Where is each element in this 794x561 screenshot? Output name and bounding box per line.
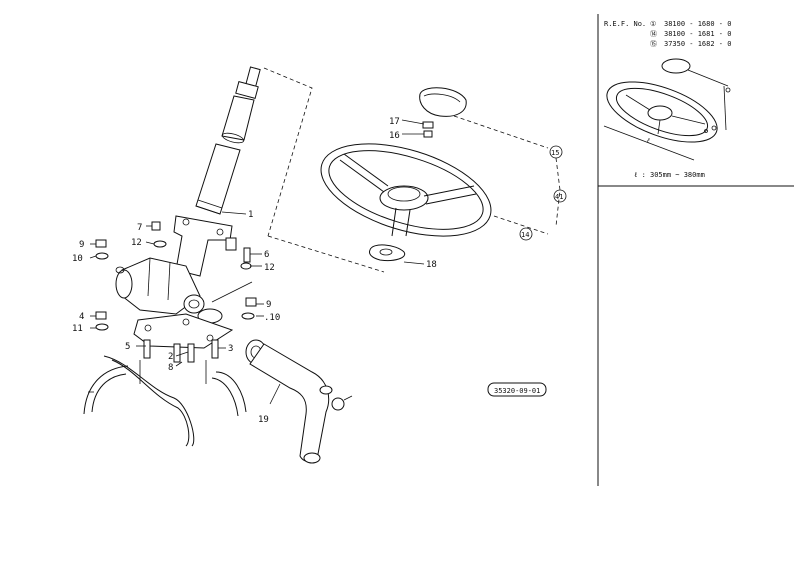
part-labels: 1 7 12 9 10 6 12 9 .10 4 11 5 2 8 3 19 1… [72,117,437,425]
steering-nut-17 [422,121,434,138]
part-label: 19 [258,415,269,425]
nut-9-right [241,297,257,320]
part-label: 8 [168,363,173,373]
ref-row-mark: ① [650,20,656,28]
mount-bracket [133,313,234,384]
callout-41: 41 [555,193,563,201]
reference-table: R.E.F. No. ① 38100 - 1680 - 0 ⑭ 38100 - … [604,20,731,48]
part-label: 2 [168,352,173,362]
part-label: 18 [426,260,437,270]
part-label: 4 [79,312,84,322]
callout-15: 15 [551,149,559,157]
leader-dashed [493,215,549,235]
ref-row-mark: ⑭ [650,30,657,38]
part-label: 12 [264,263,275,273]
ref-row-code: 37350 - 1682 - 0 [664,40,731,48]
ref-row-code: 38100 - 1681 - 0 [664,30,731,38]
leader-dashed [263,67,313,237]
callout-14: 14 [521,231,529,239]
leader-dashed [453,115,549,149]
ref-row-code: 38100 - 1680 - 0 [664,20,731,28]
part-label: 7 [137,223,142,233]
inset-dim-symbol: ℓ [645,136,651,145]
steering-gearbox [115,257,223,324]
nut-9-left [95,239,109,260]
part-label: 6 [264,250,269,260]
inset-dimension-text: ℓ : 305mm ~ 380mm [634,171,705,179]
part-label: 9 [79,240,84,250]
steering-column [173,66,261,277]
part-label: 10 [72,254,83,264]
part-label: .10 [264,313,280,323]
leader-dashed [555,157,561,227]
ref-row-mark: ⑮ [650,40,657,48]
part-label: 1 [248,210,253,220]
inset-steering-wheel: ℓ [603,58,731,161]
leader-dashed [267,235,385,273]
part-label: 12 [131,238,142,248]
part-label: 3 [228,344,233,354]
part-label: 5 [125,342,130,352]
bolt-7 [151,221,167,248]
steering-wheel [320,143,492,237]
part-label: 16 [389,131,400,141]
drawing-number: 35320-09-01 [494,387,540,395]
horn-cap [419,87,467,117]
part-label: 11 [72,324,83,334]
part-label: 17 [389,117,400,127]
ref-heading: R.E.F. No. [604,20,646,28]
circled-callouts: 15 41 14 [519,145,567,241]
drawing-number-tag: 35320-09-01 [487,382,547,397]
chassis-outline [83,355,247,447]
bolt-6 [240,247,252,270]
part-label: 9 [266,300,271,310]
spacer-plate-18 [369,244,406,261]
nut-4-left [95,311,109,331]
pitman-arm-19 [245,339,353,464]
leader-lines [89,119,425,405]
